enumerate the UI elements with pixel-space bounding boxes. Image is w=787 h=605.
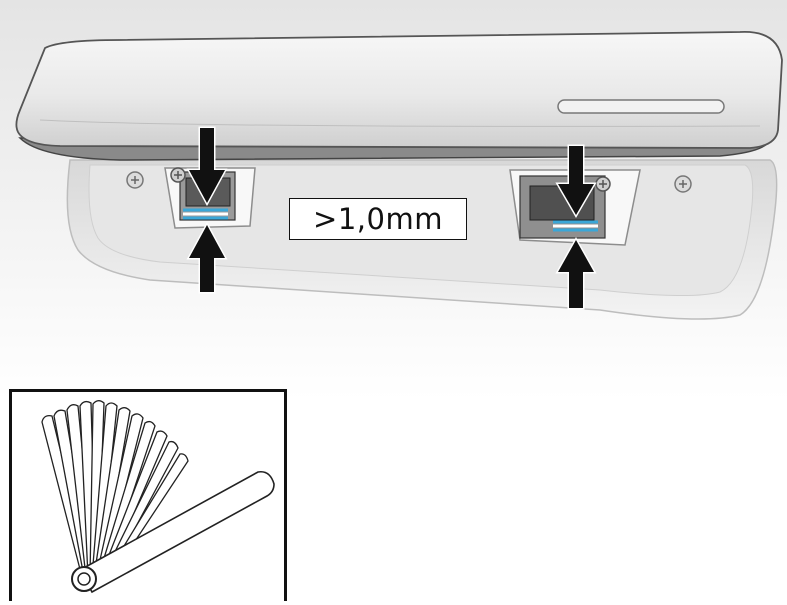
handle-slot xyxy=(557,99,725,114)
screw-icon xyxy=(170,167,186,183)
handle-cover xyxy=(15,31,783,149)
arrow-up-icon xyxy=(555,236,597,310)
arrow-down-icon xyxy=(186,126,228,207)
screw-icon xyxy=(674,175,692,193)
arrow-down-icon xyxy=(555,144,597,218)
feeler-gauge-icon xyxy=(41,400,275,594)
screw-icon xyxy=(126,171,144,189)
feeler-gauge-inset xyxy=(9,389,287,601)
gap-measurement-label: >1,0mm xyxy=(289,198,467,240)
screw-icon xyxy=(595,176,611,192)
arrow-up-icon xyxy=(186,221,228,294)
